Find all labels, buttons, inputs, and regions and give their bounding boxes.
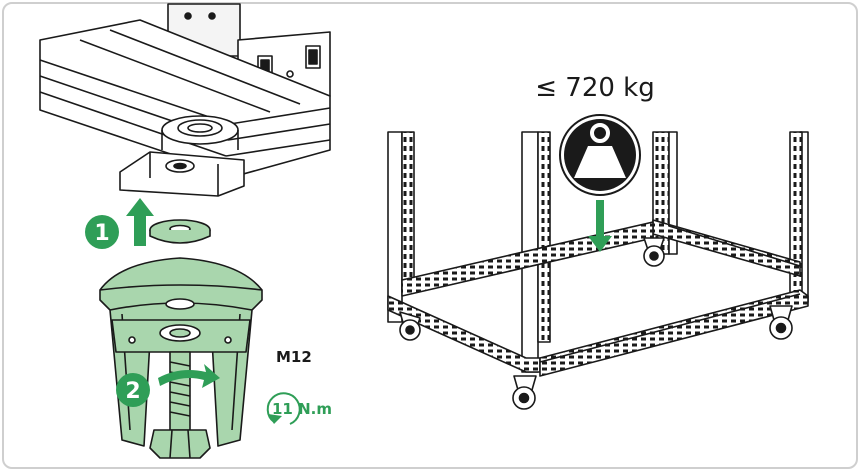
step-1-label: 1 bbox=[94, 221, 109, 246]
caster-front-left bbox=[399, 311, 421, 341]
caster-rear-left bbox=[643, 237, 665, 267]
step-2-label: 2 bbox=[125, 379, 140, 404]
weight-icon bbox=[559, 114, 641, 196]
down-arrow-icon bbox=[588, 200, 612, 252]
torque-arrow-head bbox=[268, 414, 282, 424]
rotation-arrow-icon bbox=[158, 364, 220, 388]
washer bbox=[149, 219, 211, 244]
torque-label: 11 N.m bbox=[272, 400, 332, 418]
torque-arrow-icon bbox=[266, 392, 301, 425]
caster-front-right bbox=[512, 375, 537, 410]
bolt-size-label: M12 bbox=[276, 348, 312, 366]
rack-frame bbox=[387, 131, 809, 410]
cabinet-base-detail bbox=[39, 3, 331, 197]
up-arrow-icon bbox=[126, 198, 154, 246]
step-2-marker: 2 bbox=[116, 373, 150, 407]
max-load-label: ≤ 720 kg bbox=[535, 73, 655, 103]
leveling-foot bbox=[99, 257, 263, 459]
step-1-marker: 1 bbox=[85, 198, 154, 249]
caster-rear-right bbox=[769, 305, 793, 340]
